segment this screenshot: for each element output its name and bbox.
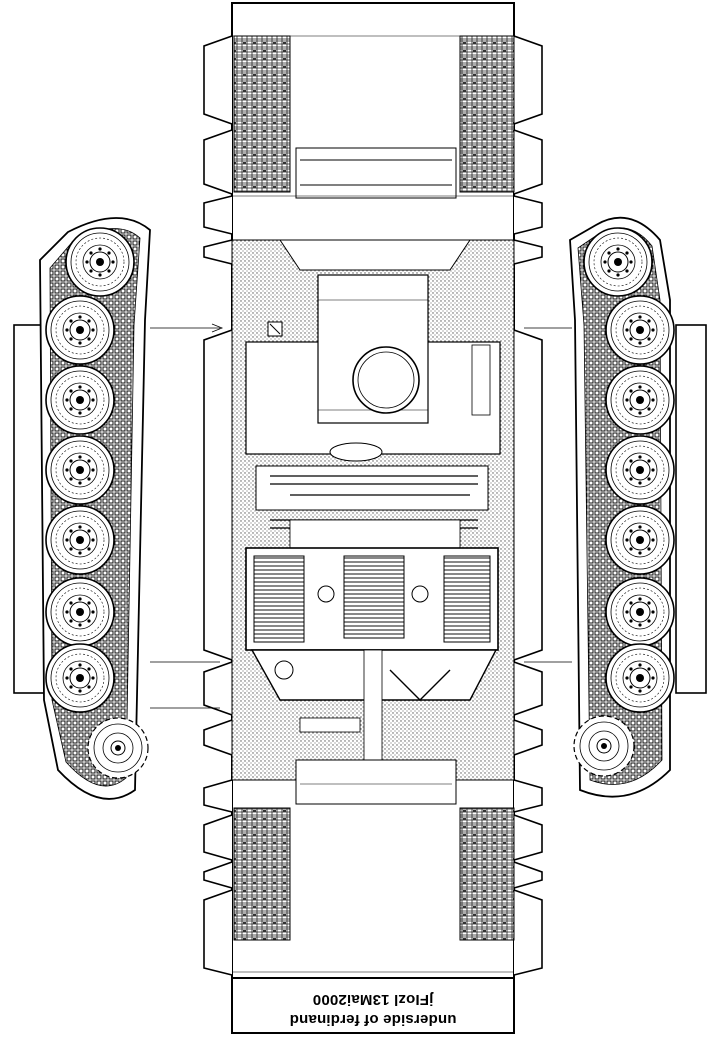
sheet-caption: underside of ferdinand jFIozl 13Mai2000 [232,985,514,1033]
caption-title: underside of ferdinand [289,1011,457,1028]
caption-signature: jFIozl 13Mai2000 [312,991,434,1008]
hull-belly [231,239,515,805]
right-track-assembly [524,216,707,798]
left-track-assembly [13,217,224,800]
glue-tabs-left [203,35,233,976]
track-treads [233,35,515,941]
escape-hatch-icon [352,346,420,414]
glue-tabs-right [513,35,543,976]
caption-panel [231,977,515,1034]
sprocket-icon [87,717,149,779]
sprocket-icon [573,715,635,777]
